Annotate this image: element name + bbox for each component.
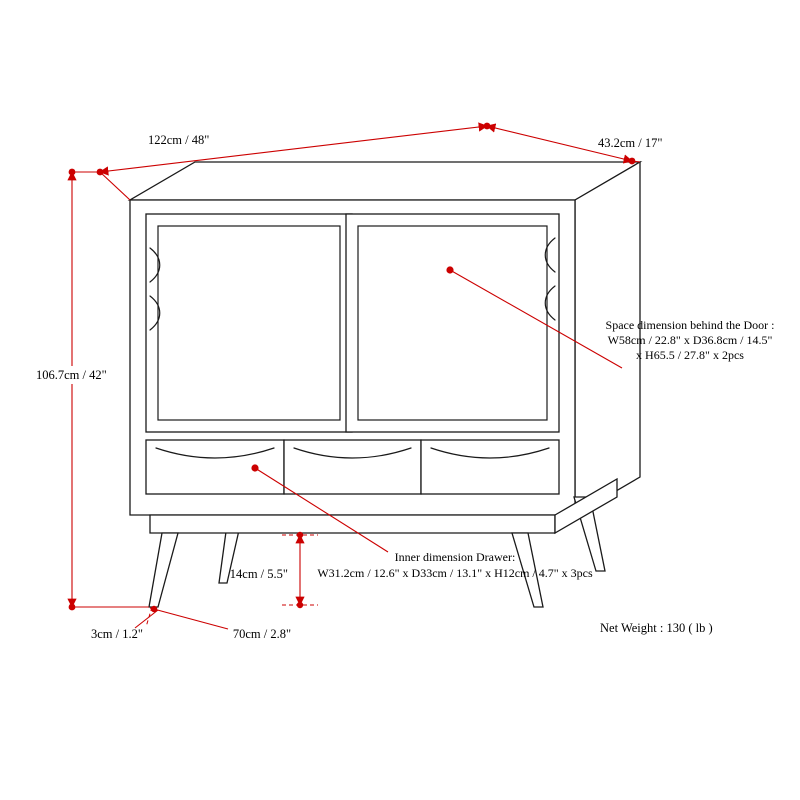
drawer-1 — [145, 439, 285, 495]
net-weight-label: Net Weight : 130 ( lb ) — [600, 621, 713, 635]
front-left-leg — [148, 532, 179, 608]
left-sliding-door — [145, 213, 353, 433]
door-space-note-line2: W58cm / 22.8" x D36.8cm / 14.5" — [608, 333, 773, 347]
finger-pull-right-lower-icon — [544, 285, 556, 321]
height-dimension-label: 106.7cm / 42" — [36, 368, 107, 382]
door-space-anchor-dot — [446, 266, 454, 274]
dimension-annotations — [67, 122, 641, 630]
width-dimension-label: 122cm / 48" — [148, 133, 209, 147]
front-right-leg — [511, 532, 544, 608]
side-apron — [554, 477, 618, 535]
dimension-endpoint-dot — [68, 168, 76, 176]
front-apron — [149, 514, 556, 534]
door-space-leader-line — [449, 269, 623, 369]
drawer-2-scoop-handle — [293, 447, 412, 459]
dimension-endpoint-dot — [96, 168, 104, 176]
drawer-3 — [420, 439, 560, 495]
foot-width-dimension-label: 3cm / 1.2" — [91, 627, 143, 641]
foot-width-leader-line — [134, 609, 159, 629]
cabinet-top-face — [127, 161, 643, 201]
finger-pull-right-upper-icon — [544, 237, 556, 273]
finger-pull-left-upper-icon — [149, 247, 161, 283]
width-dimension-connector — [99, 171, 131, 201]
dimension-labels: 122cm / 48" 43.2cm / 17" 106.7cm / 42" 1… — [32, 133, 774, 641]
left-door-panel — [157, 225, 341, 421]
door-space-note-line1: Space dimension behind the Door : — [606, 318, 775, 332]
finger-pull-left-lower-icon — [149, 295, 161, 331]
drawer-2 — [283, 439, 422, 495]
height-label-background — [32, 366, 118, 384]
drawer-1-scoop-handle — [155, 447, 275, 459]
width-dimension-line — [99, 122, 488, 176]
dimension-endpoint-dot — [296, 531, 304, 539]
depth-dimension-line — [486, 123, 633, 164]
cabinet-drawing — [127, 160, 643, 608]
depth-dimension-label: 43.2cm / 17" — [598, 136, 662, 150]
drawer-3-scoop-handle — [430, 447, 550, 459]
drawer-anchor-dot — [251, 464, 259, 472]
dimension-endpoint-dot — [628, 157, 636, 165]
dimension-endpoint-dot — [296, 601, 304, 609]
foot-anchor-dot — [150, 605, 158, 613]
leg-height-dimension-label: 14cm / 5.5" — [230, 567, 288, 581]
dimension-endpoint-dot — [68, 603, 76, 611]
door-space-note-line3: x H65.5 / 27.8" x 2pcs — [636, 348, 744, 362]
leg-bottom-leader-line — [149, 607, 229, 630]
drawer-leader-line — [254, 467, 389, 553]
right-door-panel — [357, 225, 548, 421]
drawer-note-line2: W31.2cm / 12.6" x D33cm / 13.1" x H12cm … — [317, 566, 593, 580]
leg-bottom-dimension-label: 70cm / 2.8" — [233, 627, 291, 641]
dimension-endpoint-dot — [483, 122, 491, 130]
drawer-note-line1: Inner dimension Drawer: — [395, 550, 516, 564]
right-sliding-door — [345, 213, 560, 433]
